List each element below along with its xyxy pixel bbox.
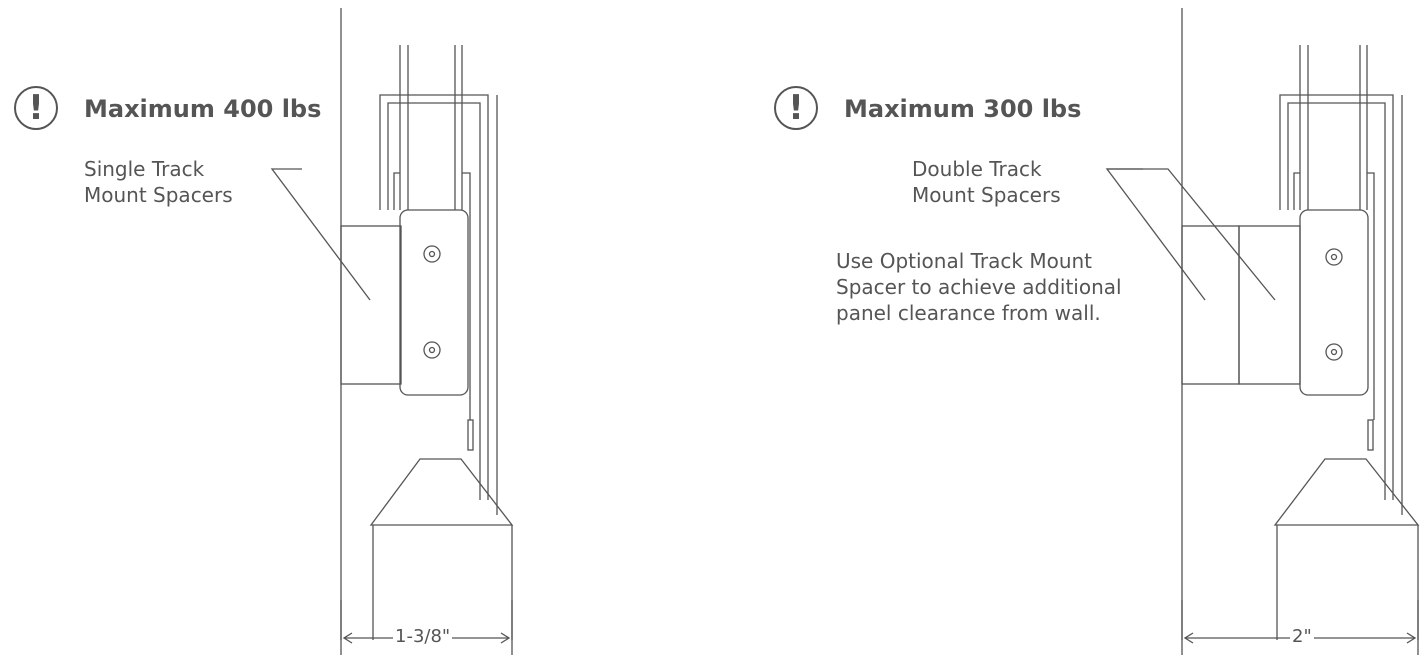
right-label-line1: Double Track bbox=[912, 157, 1042, 181]
right-leader-line-1 bbox=[1105, 168, 1206, 301]
screw-icon bbox=[423, 341, 441, 359]
right-leader-line-2 bbox=[1107, 168, 1276, 301]
right-spacer-2 bbox=[1238, 225, 1301, 385]
right-note-line1: Use Optional Track Mount bbox=[836, 249, 1093, 273]
left-leader-line bbox=[270, 168, 371, 301]
right-warning-text: Maximum 300 lbs bbox=[844, 95, 1082, 123]
right-assembly bbox=[1105, 8, 1420, 655]
left-label-line2: Mount Spacers bbox=[84, 183, 233, 207]
right-note-line3: panel clearance from wall. bbox=[836, 301, 1101, 325]
left-warning-icon: ! bbox=[14, 86, 58, 130]
left-warning-text: Maximum 400 lbs bbox=[84, 95, 322, 123]
left-mount-plate bbox=[399, 209, 469, 396]
right-label-line2: Mount Spacers bbox=[912, 183, 1061, 207]
left-trolley-top bbox=[369, 458, 514, 526]
left-dimension-label: 1-3/8" bbox=[393, 626, 453, 647]
right-spacer-1 bbox=[1181, 225, 1240, 385]
right-trolley-top bbox=[1273, 458, 1420, 526]
right-note-line2: Spacer to achieve additional bbox=[836, 275, 1122, 299]
screw-icon bbox=[1325, 248, 1343, 266]
left-assembly bbox=[270, 8, 514, 655]
screw-icon bbox=[423, 245, 441, 263]
right-dimension-label: 2" bbox=[1290, 626, 1314, 647]
right-mount-plate bbox=[1299, 209, 1369, 396]
screw-icon bbox=[1325, 343, 1343, 361]
right-warning-icon: ! bbox=[774, 86, 818, 130]
left-single-spacer bbox=[340, 225, 402, 385]
left-label-line1: Single Track bbox=[84, 157, 205, 181]
